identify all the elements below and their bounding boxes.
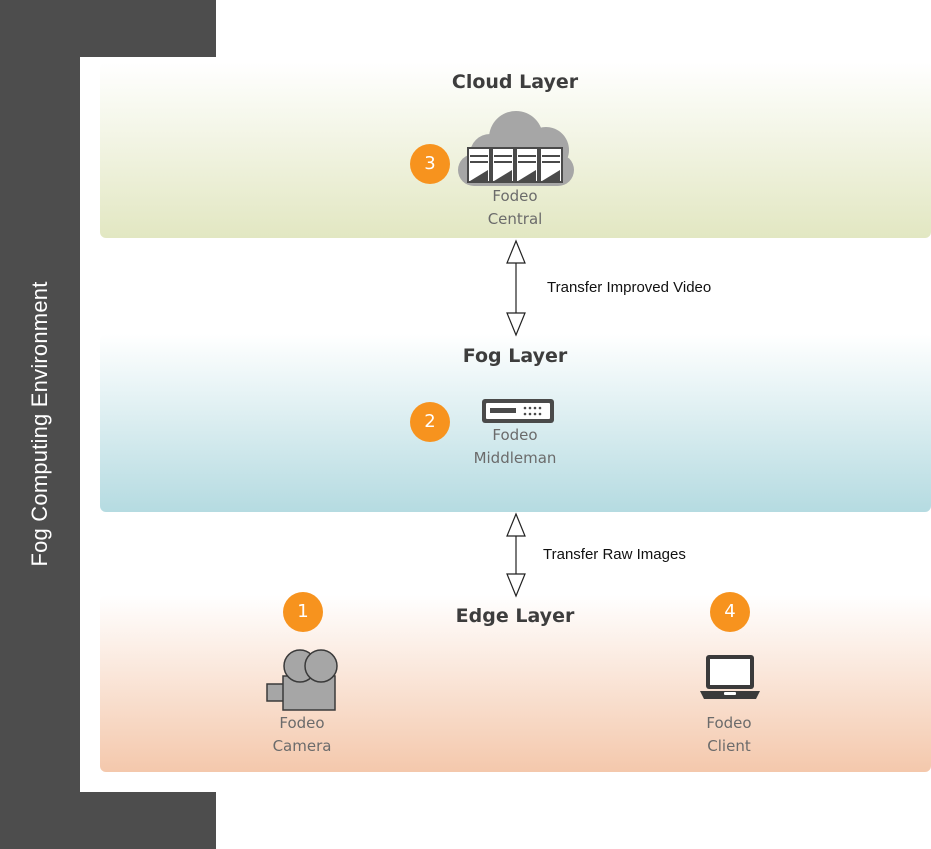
cloud-server-icon <box>458 111 574 186</box>
fog-node-role: Middleman <box>473 449 557 467</box>
arrow-fog-edge <box>506 512 526 598</box>
fog-layer-title: Fog Layer <box>462 345 568 367</box>
camera-node-badge: 1 <box>283 592 323 632</box>
connection-label-cloud-fog: Transfer Improved Video <box>547 279 712 296</box>
client-node-caption: Fodeo Client <box>649 712 809 758</box>
fog-node-badge: 2 <box>410 402 450 442</box>
server-rack-icon <box>482 399 554 423</box>
edge-layer <box>100 595 931 772</box>
side-label: Fog Computing Environment <box>27 281 52 567</box>
fog-node-name: Fodeo <box>492 426 538 444</box>
client-node-role: Client <box>707 737 751 755</box>
cloud-node-role: Central <box>487 210 543 228</box>
camera-node-name: Fodeo <box>279 714 325 732</box>
cloud-node-name: Fodeo <box>492 187 538 205</box>
camera-node-role: Camera <box>272 737 332 755</box>
arrow-cloud-fog <box>506 239 526 337</box>
cloud-node-badge: 3 <box>410 144 450 184</box>
fog-node-caption: Fodeo Middleman <box>435 424 595 470</box>
cloud-node-caption: Fodeo Central <box>435 185 595 231</box>
edge-layer-title: Edge Layer <box>455 605 575 627</box>
client-node-name: Fodeo <box>706 714 752 732</box>
connection-label-fog-edge: Transfer Raw Images <box>543 546 686 563</box>
client-node-badge: 4 <box>710 592 750 632</box>
laptop-icon <box>700 655 760 699</box>
camera-node-caption: Fodeo Camera <box>222 712 382 758</box>
cloud-layer-title: Cloud Layer <box>451 71 579 93</box>
video-camera-icon <box>266 649 338 711</box>
